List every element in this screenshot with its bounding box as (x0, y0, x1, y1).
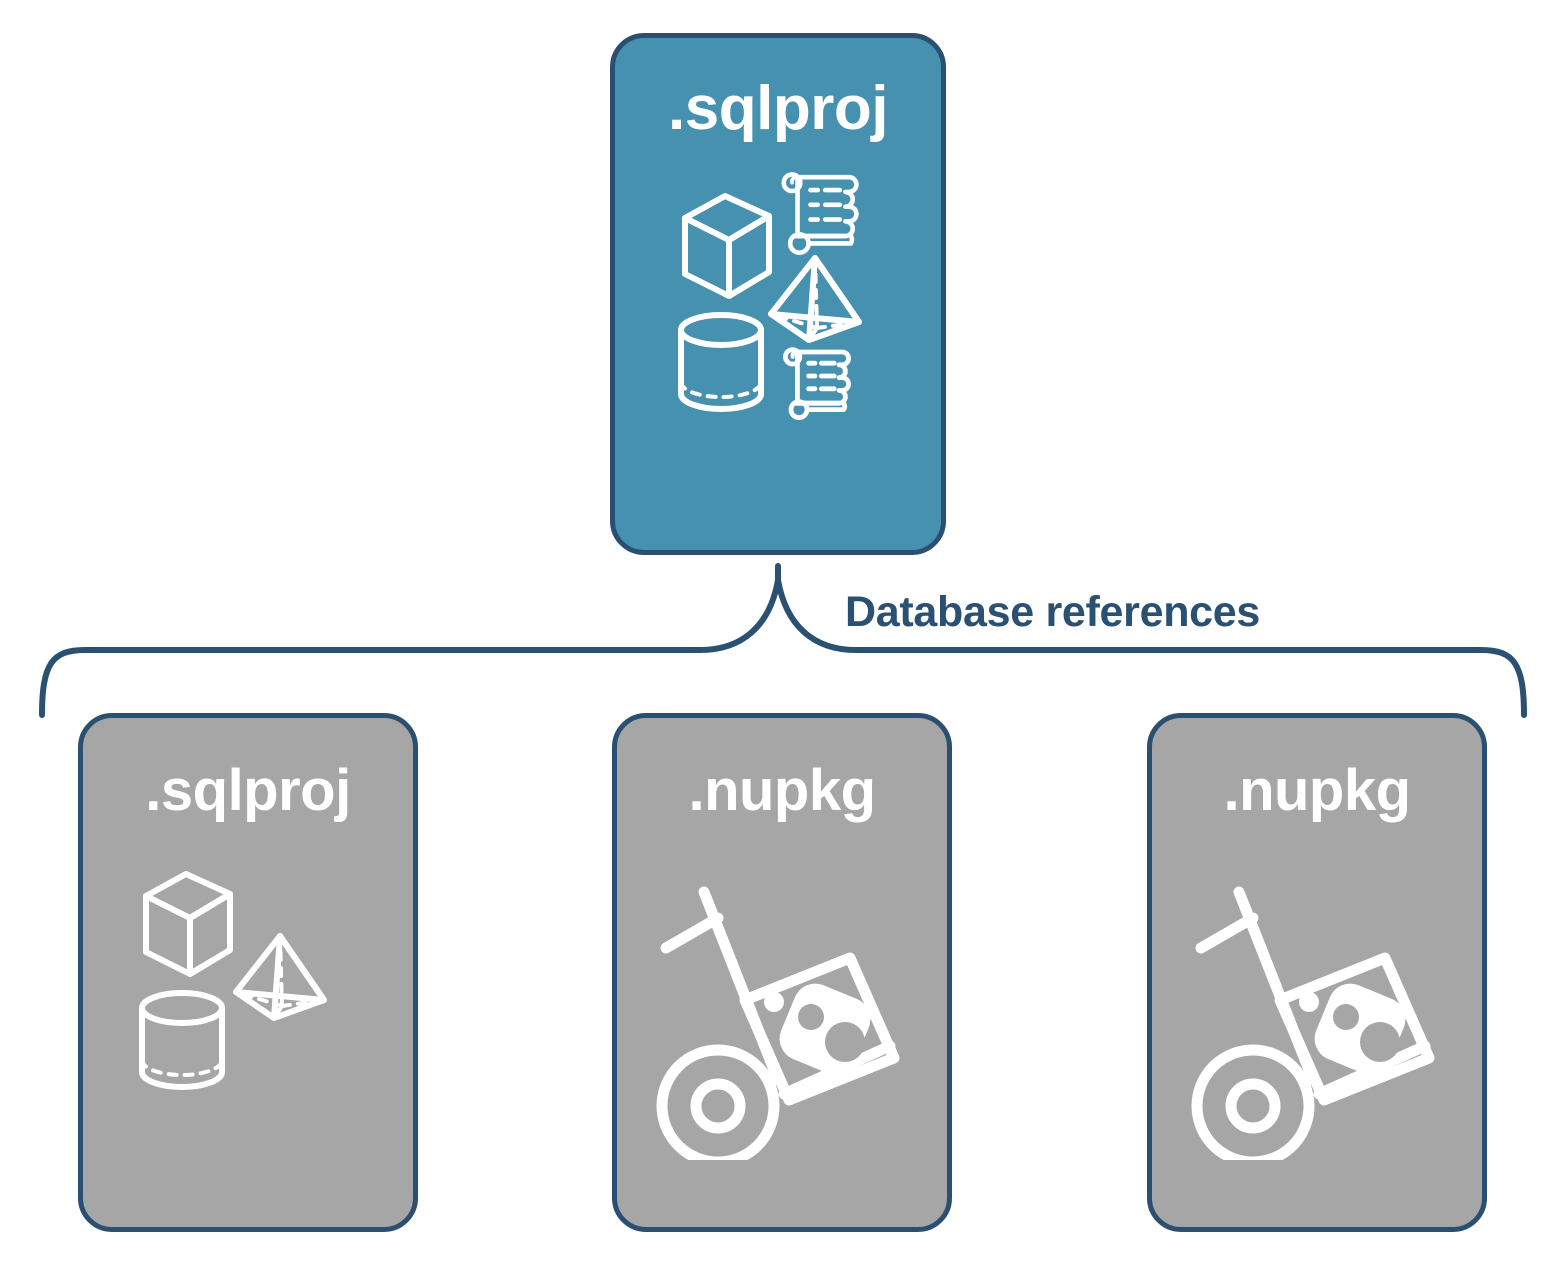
bracket-label: Database references (845, 588, 1260, 636)
card-title: .nupkg (688, 758, 876, 823)
pyramid-icon (768, 255, 862, 343)
hand-truck-nuget-icon (1191, 886, 1435, 1160)
cylinder-icon (139, 990, 225, 1090)
nuget-logo-cutouts (1333, 1004, 1400, 1062)
reference-card-icon-group (632, 830, 932, 1160)
scroll-icon (781, 172, 859, 255)
card-title: .sqlproj (145, 758, 351, 823)
sqlproj-project-card[interactable]: .sqlproj (610, 33, 946, 555)
card-title: .nupkg (1223, 758, 1411, 823)
top-card-icon-group (663, 162, 893, 432)
reference-card-icon-group (98, 830, 398, 1160)
cube-icon (682, 193, 772, 299)
reference-card-nupkg-1[interactable]: .nupkg (612, 713, 952, 1232)
cylinder-icon (678, 312, 764, 412)
reference-card-icon-group (1167, 830, 1467, 1160)
database-objects-icon-set (139, 871, 327, 1090)
nuget-logo-cutouts (798, 1004, 865, 1062)
card-title: .sqlproj (668, 74, 888, 143)
scroll-icon (783, 347, 851, 421)
database-references-bracket (39, 563, 1527, 718)
reference-card-sqlproj[interactable]: .sqlproj (78, 713, 418, 1232)
hand-truck-nuget-icon (656, 886, 900, 1160)
reference-card-nupkg-2[interactable]: .nupkg (1147, 713, 1487, 1232)
pyramid-icon (233, 933, 327, 1021)
cube-icon (143, 871, 233, 977)
database-objects-icon-set (678, 172, 862, 421)
